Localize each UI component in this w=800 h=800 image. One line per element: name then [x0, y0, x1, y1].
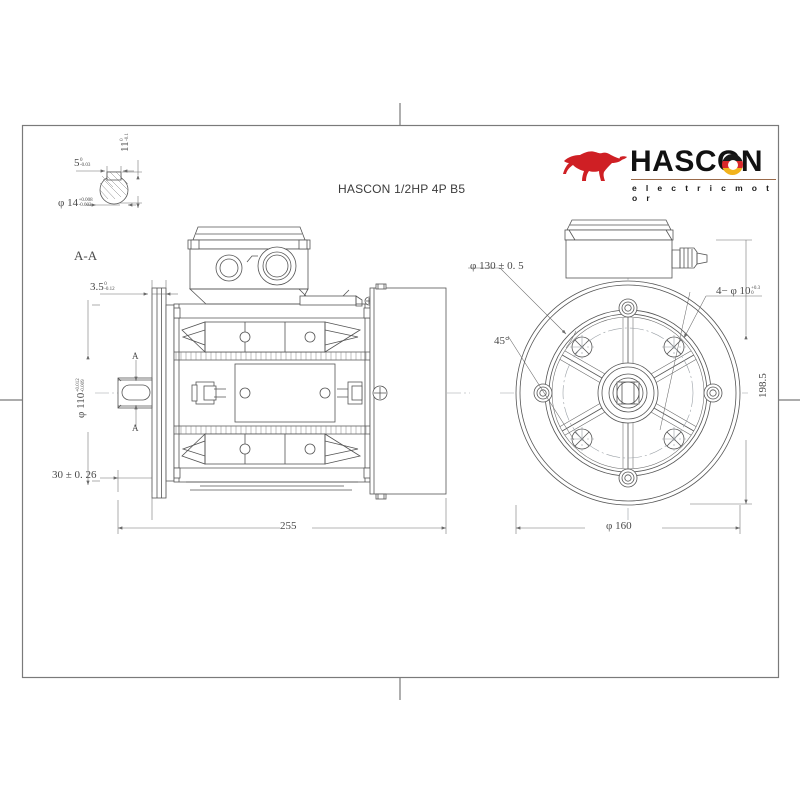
terminal-box-end: [564, 219, 708, 279]
flange-diameter-dim: φ 160: [606, 520, 632, 532]
cooling-fin-hatching: [175, 352, 367, 434]
side-elevation-view: [95, 226, 470, 500]
section-arrow-label-bottom: A: [132, 423, 139, 433]
left-view-dimensions: [86, 280, 447, 534]
overall-length-dim: 255: [280, 520, 297, 532]
frame-assembly-screws: [533, 298, 723, 488]
sheet-frame: [0, 103, 800, 700]
shaft-length-dim: 30 ± 0. 26: [52, 469, 97, 481]
bolt-circle-dim: φ 130 ± 0. 5: [470, 260, 524, 272]
logo-subtitle: e l e c t r i c m o t o r: [632, 183, 773, 203]
section-arrow-label-top: A: [132, 351, 139, 361]
running-horse-icon: [563, 151, 627, 181]
pilot-diameter-dim: φ 110+0.012-0.009: [75, 378, 87, 418]
drawing-title: HASCON 1/2HP 4P B5: [338, 182, 466, 196]
fan-cowl: [369, 283, 447, 500]
bearing-detail-right: [337, 381, 363, 405]
overall-height-dim: 198.5: [757, 373, 769, 398]
flange-end-view: [468, 219, 762, 534]
terminal-box-side: [187, 226, 374, 307]
frame-ribs-lower: [181, 433, 362, 465]
shaft-diameter-dim: φ 14+0.008-0.003: [58, 197, 93, 209]
bearing-detail-left: [191, 381, 226, 405]
logo-roundel-hole: [727, 159, 738, 170]
stator-core-block: [234, 363, 336, 423]
mounting-flange: [117, 287, 175, 499]
section-label-aa: A-A: [74, 248, 98, 263]
angle-dim: 45°: [494, 335, 510, 347]
shaft-keyway: [121, 384, 151, 401]
frame-ribs-upper: [181, 321, 362, 353]
hascon-logo: HASCON e l e c t r i c m o t o r: [562, 145, 777, 203]
logo-rule: [631, 179, 776, 180]
flange-spokes: [551, 316, 705, 470]
bolt-circle-130: [562, 327, 694, 459]
logo-wordmark: HASCON: [630, 145, 764, 178]
section-aa-detail: [76, 160, 142, 208]
motor-frame-body: [173, 303, 373, 483]
